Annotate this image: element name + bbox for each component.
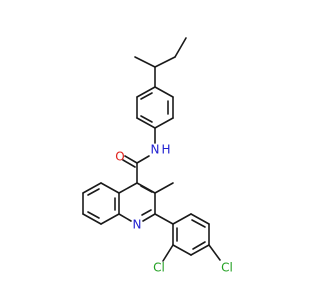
bonds <box>82 37 221 262</box>
bond <box>154 86 174 98</box>
bond <box>154 213 174 225</box>
chlorine-ortho-label: Cl <box>153 261 165 275</box>
bond <box>136 117 156 129</box>
bond <box>190 213 210 225</box>
bond <box>154 182 174 194</box>
bond <box>140 92 153 100</box>
bond <box>82 182 102 194</box>
bond <box>154 56 176 68</box>
bond <box>192 241 206 250</box>
bond <box>122 159 136 168</box>
bond <box>140 185 153 193</box>
molecule-structure: O N H N Cl Cl <box>82 37 233 275</box>
bond <box>174 37 187 58</box>
bond <box>100 213 120 225</box>
bond <box>124 155 138 164</box>
bond <box>154 117 174 129</box>
bond <box>134 56 156 68</box>
bond <box>87 211 100 219</box>
bond <box>172 244 192 256</box>
bond <box>100 182 120 194</box>
bond <box>118 182 138 194</box>
bond <box>142 213 156 222</box>
bond <box>82 213 102 225</box>
bond <box>118 213 132 222</box>
amide-nitrogen-label: N <box>151 143 160 157</box>
ring-nitrogen-label: N <box>133 218 142 232</box>
oxygen-atom-label: O <box>115 150 124 164</box>
amide-hydrogen-label: H <box>161 143 170 157</box>
bond <box>141 209 152 216</box>
bond <box>87 188 100 196</box>
bond <box>162 244 174 262</box>
atom-labels: O N H N Cl Cl <box>115 143 233 275</box>
bond <box>136 86 156 98</box>
bond <box>136 155 150 164</box>
bond <box>172 213 192 225</box>
bond <box>208 244 221 261</box>
chlorine-para-label: Cl <box>221 261 233 275</box>
bond <box>191 219 206 228</box>
bond <box>140 115 153 123</box>
bond <box>190 244 210 256</box>
